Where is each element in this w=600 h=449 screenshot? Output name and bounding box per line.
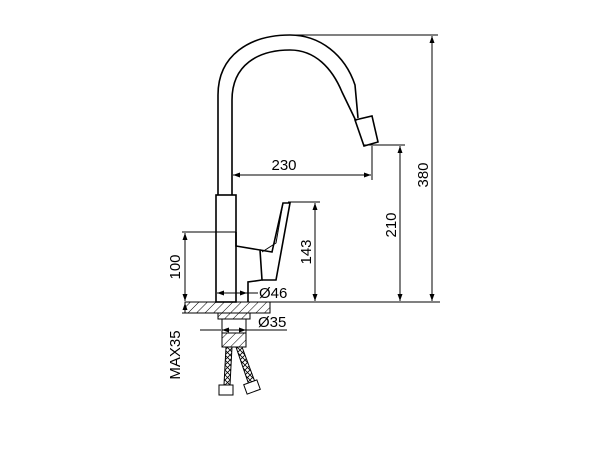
dim-35-label: Ø35: [258, 314, 286, 331]
hose-nut-right: [243, 379, 261, 395]
hose-nut-left: [218, 384, 234, 396]
countertop-section: [184, 301, 440, 314]
dim-max35-label: MAX35: [167, 330, 184, 379]
faucet-handle: [259, 202, 291, 281]
dimension-shank-diameter: Ø35: [200, 314, 287, 333]
dimension-handle-height: 143: [288, 201, 320, 301]
dimension-total-height: 380: [290, 34, 438, 301]
dimension-outlet-height: 210: [364, 144, 405, 301]
dim-46-label: Ø46: [259, 285, 287, 302]
dim-100-label: 100: [167, 254, 184, 279]
spout-nozzle: [353, 115, 379, 147]
dimension-body-height: 100: [167, 231, 236, 301]
dim-143-label: 143: [298, 239, 315, 264]
dimension-max-counter-thickness: MAX35: [167, 303, 218, 380]
dim-210-label: 210: [383, 212, 400, 237]
dim-380-label: 380: [415, 162, 432, 187]
dimension-base-diameter: Ø46: [217, 285, 287, 302]
spout: [217, 34, 379, 195]
dimension-spout-reach: 230: [233, 146, 373, 180]
supply-hoses: [218, 346, 261, 396]
dim-230-label: 230: [271, 157, 296, 174]
